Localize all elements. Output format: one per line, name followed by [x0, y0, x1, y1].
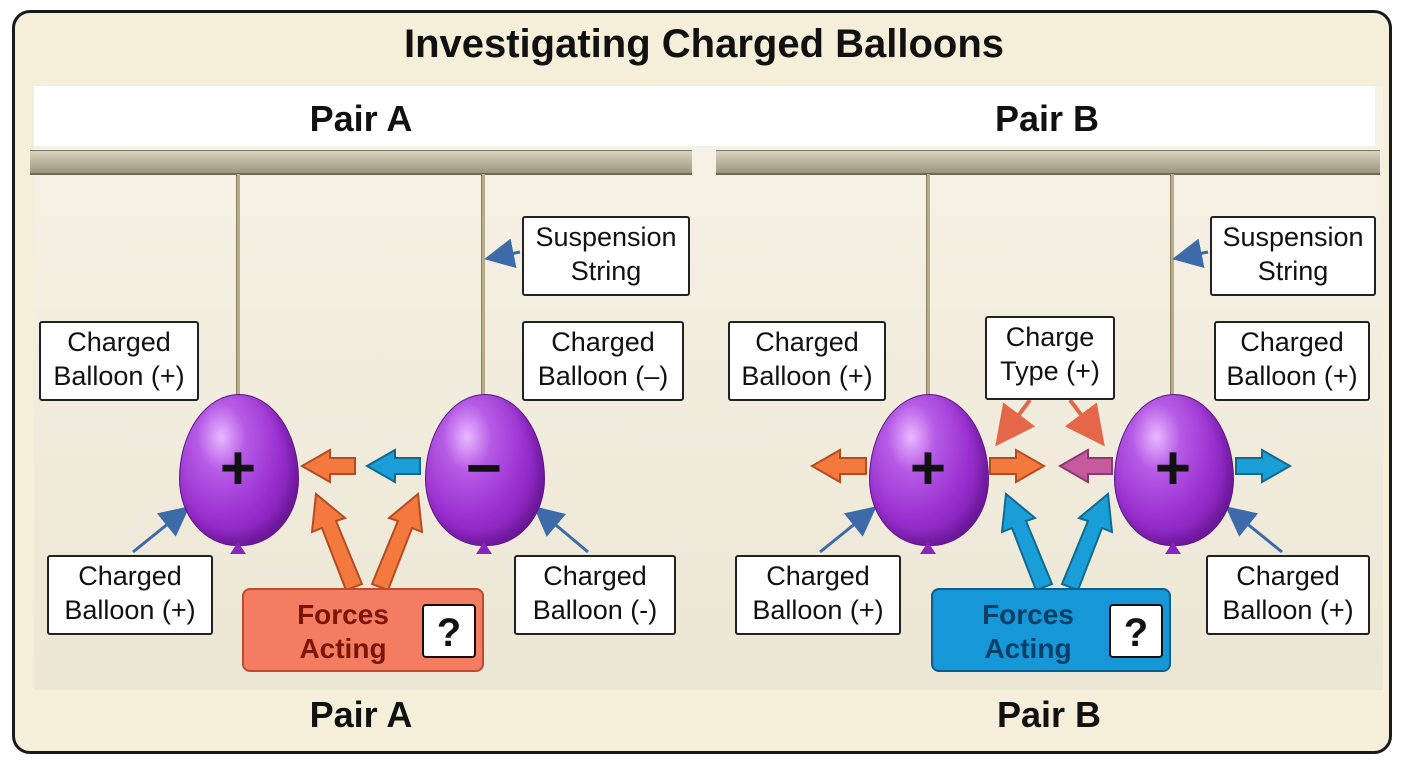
pair-a-right-top-line1: Charged — [551, 327, 655, 357]
pair-a-forces-text: Forces Acting — [278, 598, 408, 666]
pair-a-forces-arrow-right — [370, 492, 424, 592]
pair-b-charge-type-pointer-right — [1064, 398, 1105, 447]
pair-a-left-top-label: Charged Balloon (+) — [39, 321, 199, 401]
pair-a-forces-line1: Forces — [297, 599, 389, 630]
pair-a-right-top-label: Charged Balloon (–) — [522, 321, 684, 401]
pair-b-right-bottom-pointer — [1225, 506, 1283, 554]
pair-a-question-box: ? — [422, 604, 476, 658]
pair-b-forces-arrow-left — [1000, 492, 1054, 592]
pair-b-left-bottom-line1: Charged — [766, 561, 870, 591]
pair-a-right-balloon-knot — [476, 542, 492, 554]
pair-a-left-top-line1: Charged — [67, 327, 171, 357]
pair-b-right-top-line1: Charged — [1240, 327, 1344, 357]
pair-a-left-top-line2: Balloon (+) — [53, 361, 185, 391]
pair-b-charge-type-label: Charge Type (+) — [985, 316, 1115, 400]
pair-b-forces-line2: Acting — [984, 633, 1072, 664]
pair-b-right-top-line2: Balloon (+) — [1226, 361, 1358, 391]
pair-b-right-string — [1170, 174, 1174, 396]
pair-b-left-bottom-pointer — [819, 506, 877, 554]
pair-a-ceiling-bar — [30, 150, 692, 175]
pair-b-footer: Pair B — [996, 694, 1102, 735]
pair-a-left-force-arrow — [299, 448, 356, 484]
pair-b-suspension-pointer — [1172, 238, 1209, 269]
pair-a-left-charge-sign: + — [219, 434, 257, 503]
pair-b-left-charge-sign: + — [909, 434, 947, 503]
pair-a-left-bottom-line1: Charged — [78, 561, 182, 591]
pair-a-suspension-line2: String — [570, 256, 642, 286]
pair-a-right-bottom-label: Charged Balloon (-) — [514, 555, 676, 635]
pair-b-right-outward-arrow — [1235, 448, 1293, 484]
pair-a-forces-arrow-left — [310, 492, 364, 592]
pair-a-right-top-line2: Balloon (–) — [537, 361, 669, 391]
pair-b-right-balloon-knot — [1165, 542, 1181, 554]
pair-b-left-bottom-label: Charged Balloon (+) — [735, 555, 901, 635]
pair-a-left-balloon — [179, 394, 299, 546]
pair-a-left-bottom-line2: Balloon (+) — [64, 595, 196, 625]
pair-a-right-bottom-pointer — [533, 506, 589, 554]
pair-b-forces-text: Forces Acting — [963, 598, 1093, 666]
pair-a-suspension-line1: Suspension — [535, 222, 677, 252]
pair-a-left-string — [236, 174, 240, 396]
pair-a-right-force-arrow — [364, 448, 421, 484]
pair-b-charge-type-pointer-left — [995, 398, 1036, 447]
pair-b-suspension-line1: Suspension — [1222, 222, 1364, 252]
pair-b-ceiling-bar — [716, 150, 1380, 175]
pair-a-footer: Pair A — [309, 694, 413, 735]
pair-b-right-bottom-line2: Balloon (+) — [1222, 595, 1354, 625]
pair-b-right-bottom-label: Charged Balloon (+) — [1206, 555, 1370, 635]
pair-b-left-balloon — [869, 394, 989, 546]
pair-a-suspension-label: Suspension String — [522, 216, 690, 296]
pair-b-left-balloon-knot — [920, 542, 936, 554]
pair-b-charge-type-line1: Charge — [1005, 322, 1095, 352]
pair-b-right-top-label: Charged Balloon (+) — [1214, 321, 1370, 401]
pair-b-right-charge-sign: + — [1154, 434, 1192, 503]
pair-b-forces-line1: Forces — [982, 599, 1074, 630]
pair-b-question-box: ? — [1109, 604, 1163, 658]
pair-b-left-top-line2: Balloon (+) — [741, 361, 873, 391]
pair-a-right-charge-sign: − — [465, 434, 503, 503]
pair-b-charge-type-line2: Type (+) — [1000, 356, 1100, 386]
pair-b-suspension-line2: String — [1257, 256, 1329, 286]
pair-a-suspension-pointer — [484, 238, 521, 269]
pair-a-right-balloon — [425, 394, 545, 546]
pair-b-left-top-label: Charged Balloon (+) — [728, 321, 886, 401]
pair-a-forces-line2: Acting — [299, 633, 387, 664]
pair-b-right-inner-arrow — [1057, 448, 1113, 484]
pair-b-forces-arrow-right — [1060, 492, 1114, 592]
pair-b-left-outward-arrow — [809, 448, 867, 484]
pair-a-left-bottom-pointer — [132, 506, 190, 554]
pair-b-suspension-label: Suspension String — [1210, 216, 1376, 296]
pair-b-header: Pair B — [994, 98, 1100, 139]
pair-b-header-band — [695, 86, 1375, 146]
pair-a-forces-box: Forces Acting ? — [242, 588, 484, 672]
pair-b-left-bottom-line2: Balloon (+) — [752, 595, 884, 625]
pair-a-right-bottom-line2: Balloon (-) — [532, 595, 658, 625]
pair-b-right-bottom-line1: Charged — [1236, 561, 1340, 591]
pair-b-left-string — [926, 174, 930, 396]
pair-a-left-balloon-knot — [230, 542, 246, 554]
pair-b-forces-box: Forces Acting ? — [931, 588, 1171, 672]
pair-a-left-bottom-label: Charged Balloon (+) — [47, 555, 213, 635]
pair-b-left-inner-arrow — [989, 448, 1047, 484]
pair-a-right-string — [481, 174, 485, 396]
pair-b-left-top-line1: Charged — [755, 327, 859, 357]
pair-a-header-band — [34, 86, 722, 146]
pair-a-right-bottom-line1: Charged — [543, 561, 647, 591]
pair-a-header: Pair A — [309, 98, 413, 139]
pair-b-right-balloon — [1114, 394, 1234, 546]
diagram-title: Investigating Charged Balloons — [403, 22, 1005, 66]
